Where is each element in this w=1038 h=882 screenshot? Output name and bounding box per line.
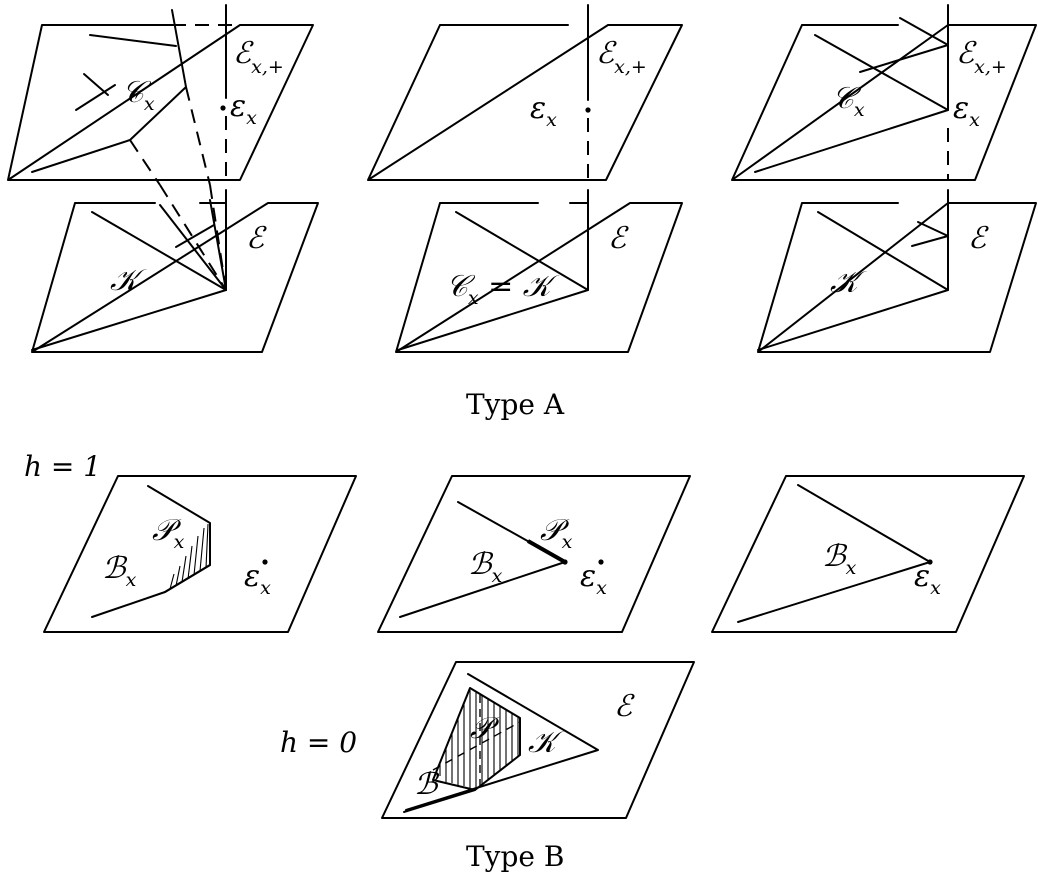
label-eps-x: εx bbox=[244, 559, 271, 599]
label-C-x: 𝒞x bbox=[122, 75, 155, 115]
projection-dash bbox=[159, 184, 227, 291]
label-eps-x: εx bbox=[914, 559, 941, 599]
type-a-panel-2: ℰx,+ εx ℰ 𝒞x = 𝒦 bbox=[367, 4, 683, 353]
epsilon-point bbox=[220, 105, 226, 111]
projection-dash bbox=[209, 184, 227, 291]
cone-edge bbox=[899, 17, 949, 46]
lower-plane bbox=[31, 202, 319, 353]
type-b-panel-3: ℬx εx bbox=[711, 475, 1025, 633]
type-b-panel-2: 𝒫x ℬx εx bbox=[377, 475, 691, 633]
plane bbox=[381, 661, 695, 819]
upper-plane bbox=[367, 24, 683, 181]
label-E-x-plus: ℰx,+ bbox=[233, 36, 284, 78]
cone-K-edge bbox=[455, 211, 589, 291]
cone-K-edge bbox=[31, 289, 227, 351]
lower-plane bbox=[395, 202, 683, 353]
type-a-panel-1: ℰx,+ εx 𝒞x ℰ 𝒦 bbox=[7, 4, 319, 353]
label-h-equals-1: h = 1 bbox=[24, 450, 101, 483]
projection-dash bbox=[185, 86, 211, 186]
label-B-x: ℬx bbox=[468, 547, 503, 587]
label-B: ℬ bbox=[414, 767, 440, 802]
label-E-x-plus: ℰx,+ bbox=[596, 36, 647, 78]
region-edge bbox=[164, 564, 211, 593]
region-P bbox=[432, 687, 521, 791]
label-C-x-equals-K: 𝒞x = 𝒦 bbox=[446, 269, 560, 309]
caption-type-a: Type A bbox=[466, 388, 565, 421]
hatch-fill bbox=[439, 690, 519, 789]
cone-K-edge bbox=[91, 211, 227, 291]
plane bbox=[43, 475, 357, 633]
label-eps-x: εx bbox=[230, 89, 257, 129]
label-B-x: ℬx bbox=[822, 539, 857, 579]
cone-boundary bbox=[31, 9, 187, 173]
type-a-panel-3: ℰx,+ εx 𝒞x ℰ 𝒦 bbox=[731, 4, 1037, 353]
inner-dash bbox=[432, 721, 521, 771]
epsilon-point bbox=[598, 559, 604, 565]
cone-K-edge bbox=[757, 289, 949, 351]
segment-P-x bbox=[527, 539, 566, 564]
cone-K-edge bbox=[911, 221, 949, 247]
lower-plane bbox=[757, 202, 1037, 353]
label-h-equals-0: h = 0 bbox=[280, 726, 357, 759]
hatch-fill bbox=[169, 523, 209, 590]
label-eps-x: εx bbox=[580, 559, 607, 599]
cone-ray bbox=[75, 84, 116, 111]
plane bbox=[377, 475, 691, 633]
cone-edge bbox=[754, 109, 949, 173]
label-eps-x: εx bbox=[953, 91, 980, 131]
cone-K-edge bbox=[209, 199, 227, 291]
cone-K-edge bbox=[817, 211, 949, 291]
label-B-x: ℬx bbox=[102, 551, 137, 591]
label-P: 𝒫 bbox=[470, 711, 500, 746]
label-K: 𝒦 bbox=[528, 725, 565, 760]
label-E: ℰ bbox=[614, 689, 635, 724]
epsilon-point bbox=[585, 107, 591, 113]
label-eps-x: εx bbox=[530, 91, 557, 131]
plane bbox=[711, 475, 1025, 633]
label-E: ℰ bbox=[968, 221, 989, 256]
cone-K-edge bbox=[159, 204, 227, 291]
projection-dash bbox=[129, 139, 161, 186]
label-E: ℰ bbox=[246, 221, 267, 256]
type-b-panel-h0: 𝒫 𝒦 ℬ ℰ bbox=[381, 661, 695, 819]
type-b-panel-1: 𝒫x ℬx εx bbox=[43, 475, 357, 633]
region-edge bbox=[403, 789, 476, 813]
label-E-x-plus: ℰx,+ bbox=[956, 36, 1007, 78]
cone-edge bbox=[405, 673, 599, 811]
cone-ray bbox=[89, 34, 177, 47]
epsilon-point bbox=[262, 559, 268, 565]
cone-edge bbox=[859, 44, 949, 73]
cone-K-edge bbox=[175, 224, 215, 248]
upper-plane bbox=[731, 24, 1037, 181]
label-K: 𝒦 bbox=[110, 263, 147, 298]
label-P-x: 𝒫x bbox=[540, 513, 573, 553]
label-P-x: 𝒫x bbox=[152, 513, 185, 553]
vertex-point bbox=[562, 559, 568, 565]
cone-edge bbox=[814, 34, 949, 111]
cone-K-edge bbox=[397, 289, 589, 351]
caption-type-b: Type B bbox=[466, 840, 564, 873]
upper-plane bbox=[7, 24, 314, 181]
label-E: ℰ bbox=[608, 221, 629, 256]
epsilon-point bbox=[927, 559, 933, 565]
